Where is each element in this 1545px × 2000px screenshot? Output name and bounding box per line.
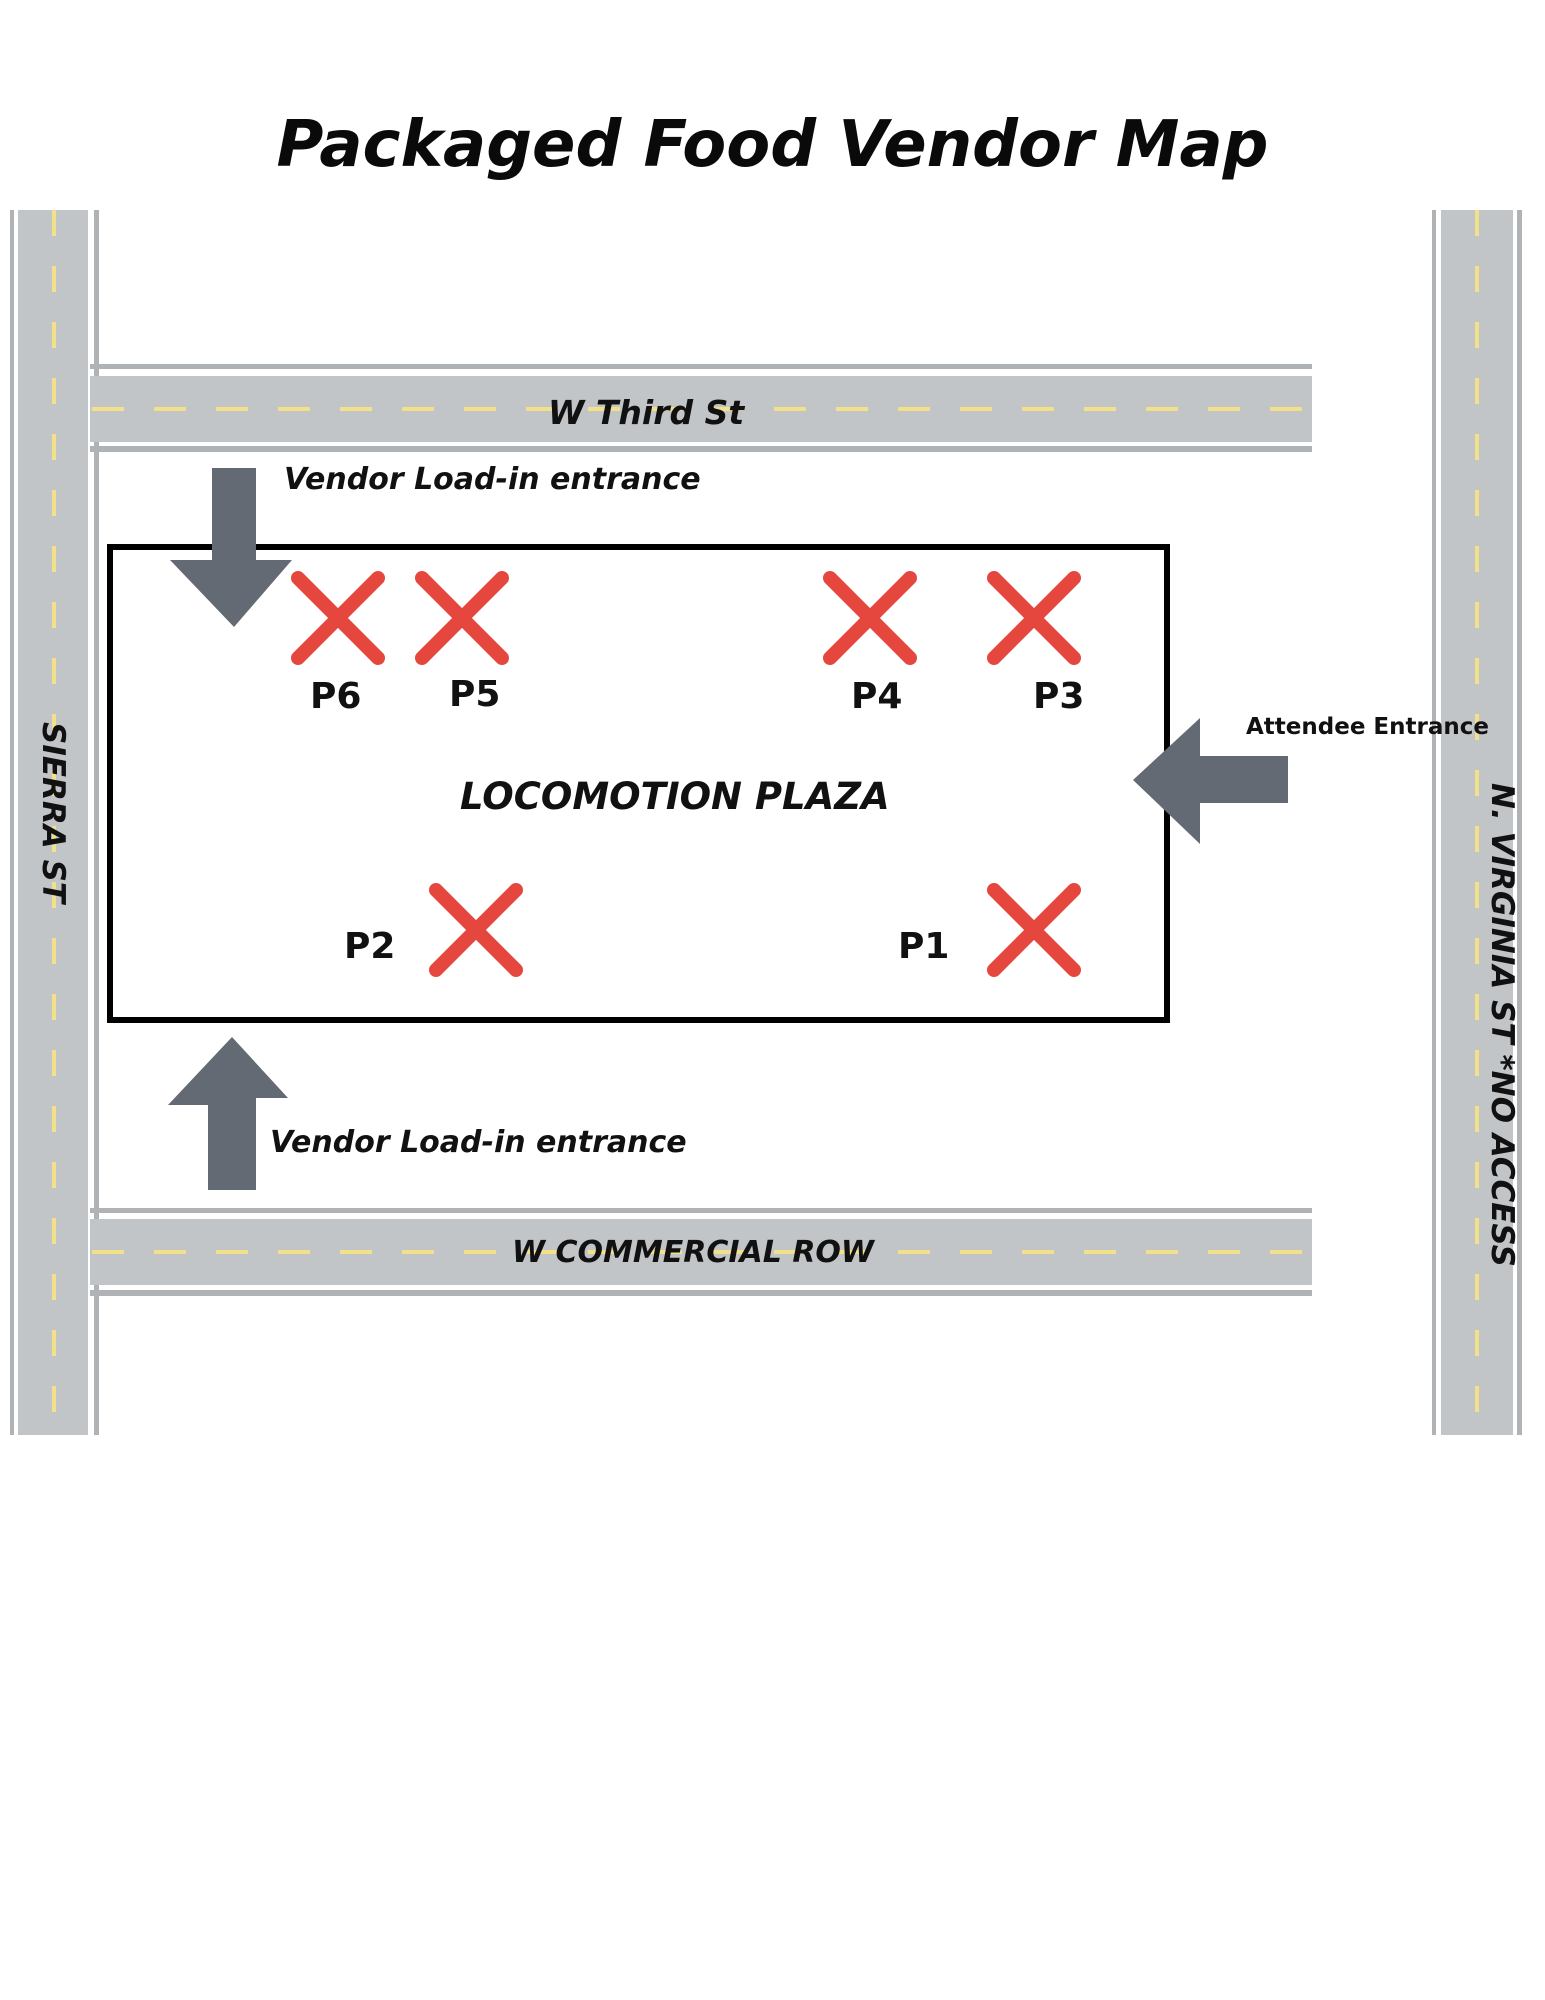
- vendor-north-arrow: [170, 468, 292, 627]
- attendee-arrow: [1133, 718, 1288, 844]
- street-label-west: SIERRA ST: [35, 722, 71, 904]
- plot-marker-p3: [987, 571, 1081, 665]
- plot-marker-p2: [429, 883, 523, 977]
- plot-marker-p4: [823, 571, 917, 665]
- map-title: Packaged Food Vendor Map: [276, 108, 1269, 182]
- vendor-south-arrow: [168, 1037, 288, 1190]
- plot-marker-p5: [415, 571, 509, 665]
- sierra-st-road: [10, 210, 99, 1435]
- plot-label-p4: P4: [851, 676, 903, 717]
- vendor-north-entrance-label: Vendor Load-in entrance: [284, 462, 701, 497]
- attendee-entrance-label: Attendee Entrance: [1246, 714, 1489, 740]
- plot-marker-p6: [291, 571, 385, 665]
- plaza-name: LOCOMOTION PLAZA: [460, 775, 890, 818]
- virginia-st-road: [1432, 210, 1522, 1435]
- plot-label-p3: P3: [1033, 676, 1085, 717]
- w-third-st-road: [90, 364, 1312, 452]
- plot-label-p6: P6: [310, 676, 362, 717]
- plaza-boundary: [107, 544, 1170, 1023]
- plot-marker-p1: [987, 883, 1081, 977]
- street-label-east: N. VIRGINIA ST *NO ACCESS: [1484, 783, 1520, 1267]
- vendor-south-entrance-label: Vendor Load-in entrance: [270, 1125, 687, 1160]
- w-commercial-row-road: [90, 1208, 1312, 1296]
- street-label-north: W Third St: [548, 393, 745, 432]
- plot-label-p2: P2: [344, 926, 396, 967]
- plot-label-p1: P1: [898, 926, 950, 967]
- plot-label-p5: P5: [449, 674, 501, 715]
- street-label-south: W COMMERCIAL ROW: [512, 1235, 875, 1270]
